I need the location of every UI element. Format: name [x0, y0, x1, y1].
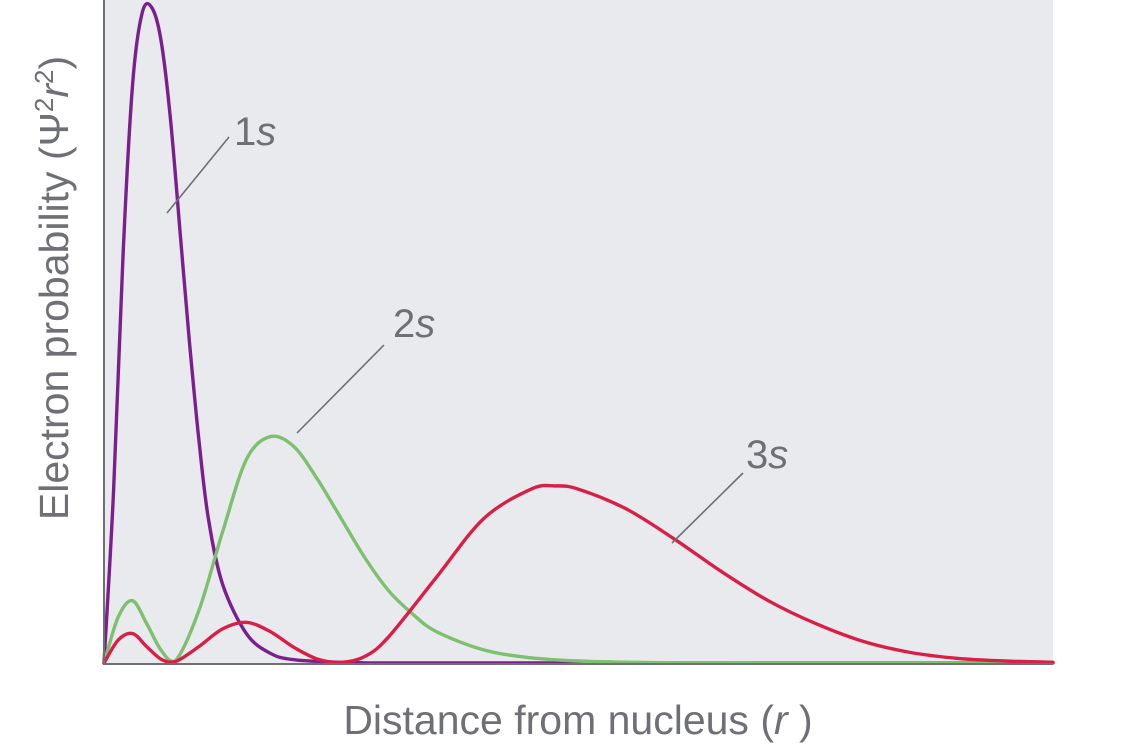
label-3s: 3s	[746, 433, 788, 477]
series-line-2s	[102, 434, 1055, 665]
y-axis-title: Electron probability (Ψ2r2)	[29, 56, 77, 520]
label-1s: 1s	[234, 110, 276, 154]
series-line-3s	[102, 483, 1055, 665]
annotation-leaders	[166, 136, 744, 544]
label-2s: 2s	[393, 302, 435, 346]
plot-area	[104, 0, 1053, 663]
leader-1s	[166, 136, 230, 214]
leader-3s	[671, 472, 744, 544]
x-axis-title: Distance from nucleus (r )	[343, 697, 812, 743]
leader-2s	[296, 344, 385, 434]
